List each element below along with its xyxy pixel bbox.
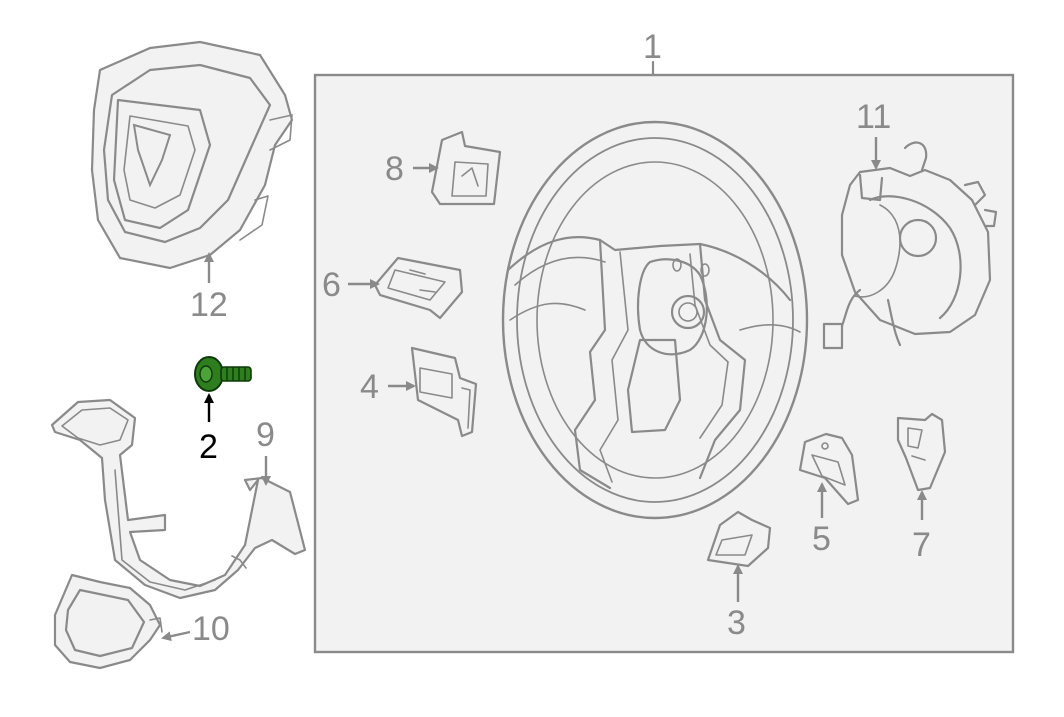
callout-7: 7 — [912, 526, 931, 564]
callout-6: 6 — [322, 266, 341, 304]
lower-trim-part-9 — [50, 398, 307, 600]
callout-4: 4 — [360, 368, 379, 406]
callout-12: 12 — [190, 286, 228, 324]
callout-1: 1 — [643, 28, 662, 66]
callout-9: 9 — [256, 416, 275, 454]
callout-10: 10 — [192, 610, 230, 648]
bolt-part-2 — [194, 356, 252, 392]
callout-3: 3 — [727, 604, 746, 642]
callout-labels: 1 2 3 4 5 6 7 8 9 10 11 12 — [190, 28, 931, 648]
switch-part-5 — [798, 432, 860, 506]
switch-part-4 — [410, 346, 478, 438]
airbag-module — [90, 40, 294, 270]
bezel-part-10 — [53, 573, 163, 670]
callout-2: 2 — [199, 428, 218, 466]
switch-part-8 — [430, 130, 502, 206]
callout-8: 8 — [385, 150, 404, 188]
switch-part-7 — [896, 412, 947, 492]
switch-part-6 — [373, 256, 464, 320]
clock-spring — [822, 141, 998, 350]
callout-5: 5 — [812, 520, 831, 558]
switch-part-3 — [706, 510, 772, 568]
steering-wheel — [501, 120, 809, 520]
callout-arrows — [161, 137, 927, 642]
callout-11: 11 — [856, 98, 891, 136]
